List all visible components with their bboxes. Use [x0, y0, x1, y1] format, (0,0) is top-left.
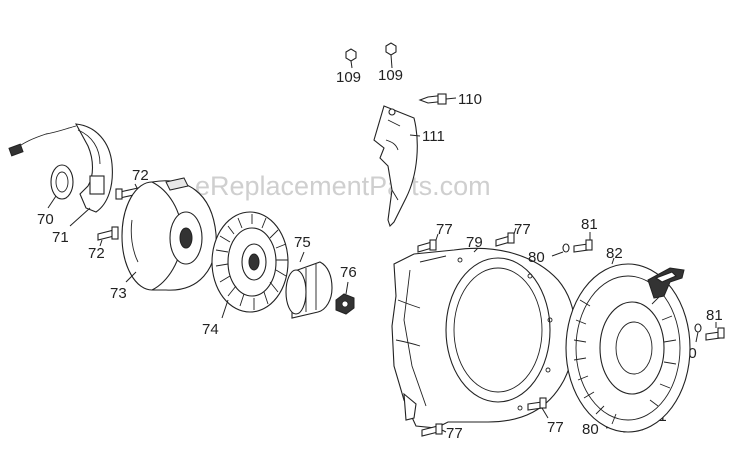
bolt-77-top-left[interactable]	[417, 239, 437, 253]
callout-70: 70	[37, 211, 54, 228]
screw-72-lower[interactable]	[97, 226, 119, 241]
bolt-77-bottom-left[interactable]	[421, 423, 443, 437]
callout-82: 82	[606, 245, 623, 262]
callout-73: 73	[110, 285, 127, 302]
blower-housing-79[interactable]	[391, 247, 576, 429]
bolt-77-bottom-right[interactable]	[527, 397, 547, 411]
bracket-111[interactable]	[373, 105, 418, 228]
callout-72-upper: 72	[132, 167, 149, 184]
callout-111: 111	[422, 128, 445, 145]
cooling-fan-74[interactable]	[211, 211, 289, 313]
ignition-coil-71[interactable]	[8, 123, 113, 213]
callout-80-bottom: 80	[582, 421, 599, 438]
flywheel-nut-76[interactable]	[335, 293, 355, 315]
nut-109-left[interactable]	[345, 48, 357, 69]
callout-81-top: 81	[581, 216, 598, 233]
screw-81-top[interactable]	[573, 239, 593, 253]
callout-80-top: 80	[528, 249, 545, 266]
callout-77-top-left: 77	[436, 221, 453, 238]
washer-80-top[interactable]	[562, 243, 570, 253]
oil-seal-70[interactable]	[50, 164, 74, 200]
starter-cup-75[interactable]	[285, 261, 333, 319]
callout-77-top-right: 77	[514, 221, 531, 238]
callout-71: 71	[52, 229, 69, 246]
callout-81-right: 81	[706, 307, 723, 324]
nut-109-right[interactable]	[385, 42, 397, 69]
callout-110: 110	[458, 91, 482, 108]
watermark: eReplacementParts.com	[195, 171, 491, 201]
bolt-110[interactable]	[418, 93, 457, 105]
callout-109-right: 109	[378, 67, 403, 84]
screw-81-right[interactable]	[705, 327, 725, 341]
callout-109-left: 109	[336, 69, 361, 86]
recoil-starter-82[interactable]	[565, 263, 691, 433]
callout-75: 75	[294, 234, 311, 251]
callout-72-lower: 72	[88, 245, 105, 262]
callout-74: 74	[202, 321, 219, 338]
callout-77-bottom-left: 77	[446, 425, 463, 442]
callout-76: 76	[340, 264, 357, 281]
bolt-77-top-right[interactable]	[495, 232, 515, 247]
callout-77-bottom-right: 77	[547, 419, 564, 436]
washer-80-right[interactable]	[694, 323, 702, 333]
flywheel-73[interactable]	[121, 177, 217, 291]
callout-79: 79	[466, 234, 483, 251]
